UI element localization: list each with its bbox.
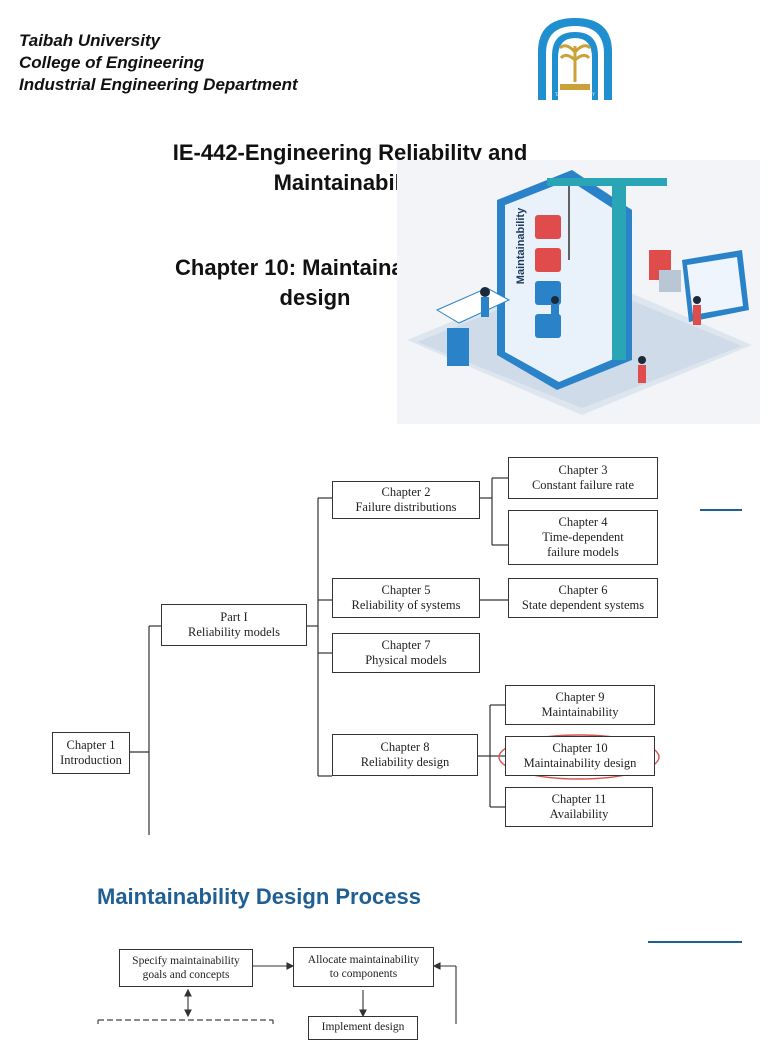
chapter-10-subtitle: Maintainability design <box>523 756 637 770</box>
chapter-9-box: Chapter 9 Maintainability <box>505 685 655 725</box>
university-name: Taibah University <box>19 31 161 50</box>
chapter-3-box: Chapter 3 Constant failure rate <box>508 457 658 499</box>
chapter-1-subtitle: Introduction <box>60 753 122 767</box>
chapter-7-label: Chapter 7 <box>381 638 431 652</box>
chapter-5-label: Chapter 5 <box>381 583 431 597</box>
department-name: Industrial Engineering Department <box>19 75 298 94</box>
process-section-title: Maintainability Design Process <box>97 884 421 909</box>
chapter-2-subtitle: Failure distributions <box>355 500 457 514</box>
chapter-1-box: Chapter 1 Introduction <box>52 732 130 774</box>
chapter-2-label: Chapter 2 <box>381 485 431 499</box>
process-box-3-line1: Implement design <box>321 1021 405 1033</box>
chapter-6-label: Chapter 6 <box>558 583 608 597</box>
logo-caption: TAIBAH UNIVERSITY <box>555 92 595 97</box>
chapter-7-subtitle: Physical models <box>365 653 447 667</box>
chapter-6-box: Chapter 6 State dependent systems <box>508 578 658 618</box>
chapter-8-label: Chapter 8 <box>380 740 430 754</box>
chapter-7-box: Chapter 7 Physical models <box>332 633 480 673</box>
chapter-10-label: Chapter 10 <box>552 741 608 755</box>
process-box-1-line2: goals and concepts <box>142 969 230 981</box>
process-box-allocate: Allocate maintainability to components <box>293 947 434 987</box>
illustration-label: Maintainability <box>515 207 528 285</box>
chapter-3-subtitle: Constant failure rate <box>531 478 635 492</box>
chapter-5-subtitle: Reliability of systems <box>351 598 461 612</box>
process-box-specify-goals: Specify maintainability goals and concep… <box>119 949 253 987</box>
process-box-2-line2: to components <box>329 968 398 980</box>
chapter-11-subtitle: Availability <box>549 807 609 821</box>
college-name: College of Engineering <box>19 53 205 72</box>
chapter-4-subtitle-1: Time-dependent <box>542 530 624 544</box>
process-box-2-line1: Allocate maintainability <box>307 954 420 966</box>
process-box-implement: Implement design <box>308 1016 418 1040</box>
chapter-5-box: Chapter 5 Reliability of systems <box>332 578 480 618</box>
chapter-2-box: Chapter 2 Failure distributions <box>332 481 480 519</box>
chapter-1-label: Chapter 1 <box>66 738 116 752</box>
chapter-11-label: Chapter 11 <box>551 792 607 806</box>
part-1-label: Part I <box>220 610 248 624</box>
process-box-1-line1: Specify maintainability <box>132 955 240 967</box>
chapter-8-box: Chapter 8 Reliability design <box>332 734 478 776</box>
chapter-4-subtitle-2: failure models <box>547 545 619 559</box>
maintainability-illustration: Maintainability <box>397 160 760 424</box>
chapter-3-label: Chapter 3 <box>558 463 608 477</box>
chapter-9-subtitle: Maintainability <box>541 705 619 719</box>
chapter-title-line2: design <box>279 285 351 310</box>
chapter-4-label: Chapter 4 <box>558 515 608 529</box>
part-1-box: Part I Reliability models <box>161 604 307 646</box>
chapter-6-subtitle: State dependent systems <box>521 598 645 612</box>
part-1-subtitle: Reliability models <box>187 625 280 639</box>
chapter-11-box: Chapter 11 Availability <box>505 787 653 827</box>
university-logo: TAIBAH UNIVERSITY <box>530 12 620 102</box>
chapter-4-box: Chapter 4 Time-dependent failure models <box>508 510 658 565</box>
chapter-8-subtitle: Reliability design <box>360 755 450 769</box>
chapter-10-box: Chapter 10 Maintainability design <box>505 736 655 776</box>
chapter-9-label: Chapter 9 <box>555 690 605 704</box>
